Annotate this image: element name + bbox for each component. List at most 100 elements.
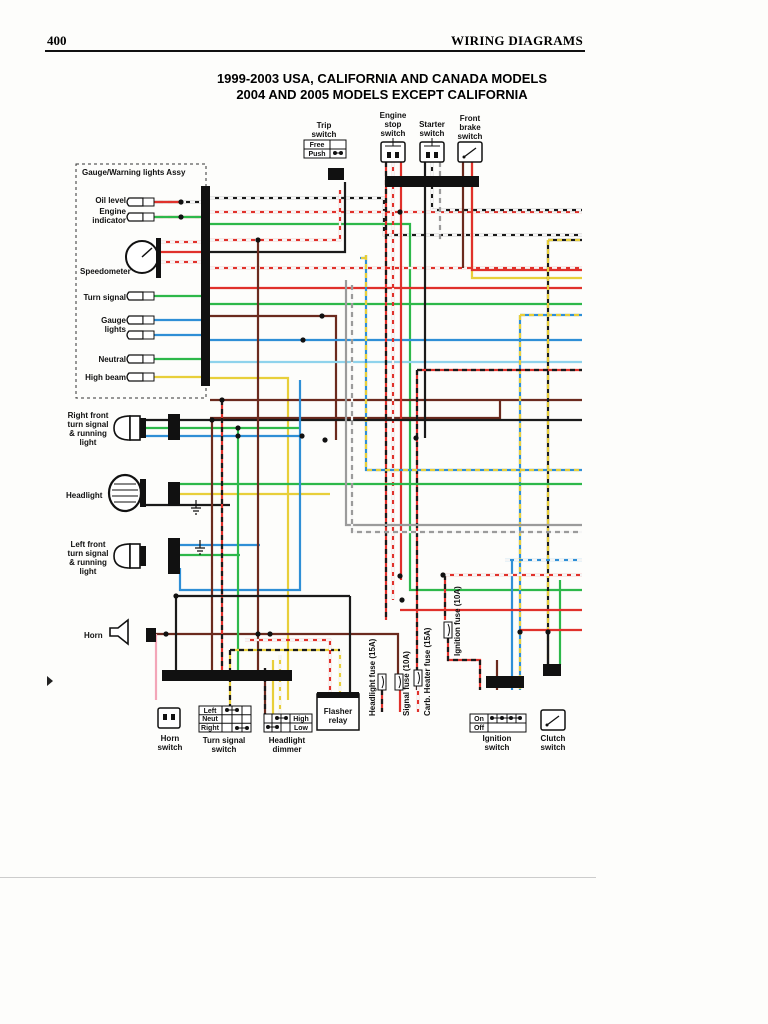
junction-dot bbox=[178, 214, 184, 220]
ignition-switch-table: On Off bbox=[469, 713, 527, 733]
junction-dot bbox=[173, 593, 179, 599]
junction-dot bbox=[397, 573, 403, 579]
speedometer-label: Speedometer bbox=[80, 267, 131, 276]
signal-fuse-label: Signal fuse (10A) bbox=[402, 651, 411, 716]
wire-33 bbox=[210, 400, 502, 420]
dimmer-high-label: High bbox=[293, 716, 309, 723]
clutch-connector bbox=[543, 664, 561, 676]
dimmer-switch-table: High Low bbox=[263, 713, 313, 733]
neutral-label: Neutral bbox=[98, 355, 126, 364]
junction-dot bbox=[209, 417, 215, 423]
gauge-connector-bar bbox=[201, 186, 210, 386]
junction-dot bbox=[255, 237, 261, 243]
horn-icon bbox=[109, 618, 156, 646]
section-title: WIRING DIAGRAMS bbox=[451, 33, 583, 48]
components-layer: Gauge/Warning lights Assy Oil level Engi… bbox=[47, 111, 566, 754]
page-bottom-rule bbox=[0, 877, 596, 878]
ignition-connector bbox=[486, 676, 524, 688]
page-number: 400 bbox=[47, 33, 67, 48]
ignition-fuse-label: Ignition fuse (10A) bbox=[453, 586, 462, 656]
wire-31 bbox=[210, 376, 290, 700]
high-beam-bulb-icon bbox=[126, 372, 155, 382]
headlight-icon bbox=[107, 473, 201, 515]
junction-dot bbox=[319, 313, 325, 319]
turn-signal-bulb-icon bbox=[126, 291, 155, 301]
headlight-fuse-label: Headlight fuse (15A) bbox=[368, 638, 377, 716]
oil-level-bulb-icon bbox=[126, 197, 155, 207]
top-switch-connector bbox=[385, 176, 479, 187]
wire-stripe-96 bbox=[245, 638, 332, 694]
wire-28 bbox=[210, 314, 338, 440]
wire-16 bbox=[210, 196, 582, 237]
wire-47 bbox=[470, 162, 582, 280]
high-beam-label: High beam bbox=[85, 373, 126, 382]
wire-stripe-104 bbox=[350, 285, 582, 534]
wire-48 bbox=[470, 162, 582, 272]
left-front-signal-lamp-icon bbox=[113, 538, 205, 574]
horn-switch-icon bbox=[157, 707, 181, 729]
junction-dot bbox=[440, 572, 446, 578]
trip-free-label: Free bbox=[310, 142, 325, 149]
wire-stripe-116 bbox=[446, 638, 482, 690]
diagram-title-line-1: 1999-2003 USA, CALIFORNIA AND CANADA MOD… bbox=[216, 71, 548, 86]
wires-layer bbox=[146, 162, 582, 714]
clutch-switch-icon bbox=[540, 709, 566, 731]
junction-dot bbox=[255, 631, 261, 637]
junction-dot bbox=[267, 631, 273, 637]
gauge-light-2-bulb-icon bbox=[126, 330, 155, 340]
neutral-bulb-icon bbox=[126, 354, 155, 364]
ignition-on-label: On bbox=[474, 716, 484, 723]
junction-dot bbox=[235, 425, 241, 431]
wire-66 bbox=[364, 255, 582, 472]
wire-79 bbox=[156, 632, 400, 676]
junction-dot bbox=[300, 337, 306, 343]
junction-dot bbox=[163, 631, 169, 637]
header-rule bbox=[45, 50, 585, 52]
speedometer-icon bbox=[125, 238, 161, 278]
engine-stop-switch-icon bbox=[380, 138, 406, 163]
junction-dot bbox=[235, 433, 241, 439]
signal-fuse-icon bbox=[394, 673, 404, 691]
turn-signal-indicator-label: Turn signal bbox=[83, 293, 126, 302]
diagram-title: 1999-2003 USA, CALIFORNIA AND CANADA MOD… bbox=[0, 71, 768, 103]
wire-20 bbox=[210, 222, 582, 592]
trip-push-label: Push bbox=[308, 151, 325, 158]
right-front-signal-lamp-icon bbox=[113, 414, 180, 441]
gauge-assy-title: Gauge/Warning lights Assy bbox=[82, 168, 186, 177]
turn-neut-label: Neut bbox=[202, 716, 218, 723]
horn-label: Horn bbox=[84, 631, 103, 640]
junction-dot bbox=[178, 199, 184, 205]
oil-level-label: Oil level bbox=[95, 196, 126, 205]
junction-dot bbox=[413, 435, 419, 441]
trip-switch-connector bbox=[328, 168, 344, 180]
junction-dot bbox=[299, 433, 305, 439]
gauge-light-1-bulb-icon bbox=[126, 315, 155, 325]
junction-dot bbox=[545, 629, 551, 635]
wire-stripe-17 bbox=[210, 196, 582, 237]
junction-dot bbox=[399, 597, 405, 603]
headlight-label: Headlight bbox=[66, 491, 103, 500]
carb-heater-fuse-icon bbox=[413, 669, 423, 687]
engine-indicator-bulb-icon bbox=[126, 212, 155, 222]
starter-switch-icon bbox=[419, 138, 445, 163]
ignition-fuse-icon bbox=[443, 621, 453, 639]
handlebar-connector bbox=[162, 670, 292, 681]
front-brake-switch-icon bbox=[457, 141, 483, 163]
junction-dot bbox=[219, 397, 225, 403]
